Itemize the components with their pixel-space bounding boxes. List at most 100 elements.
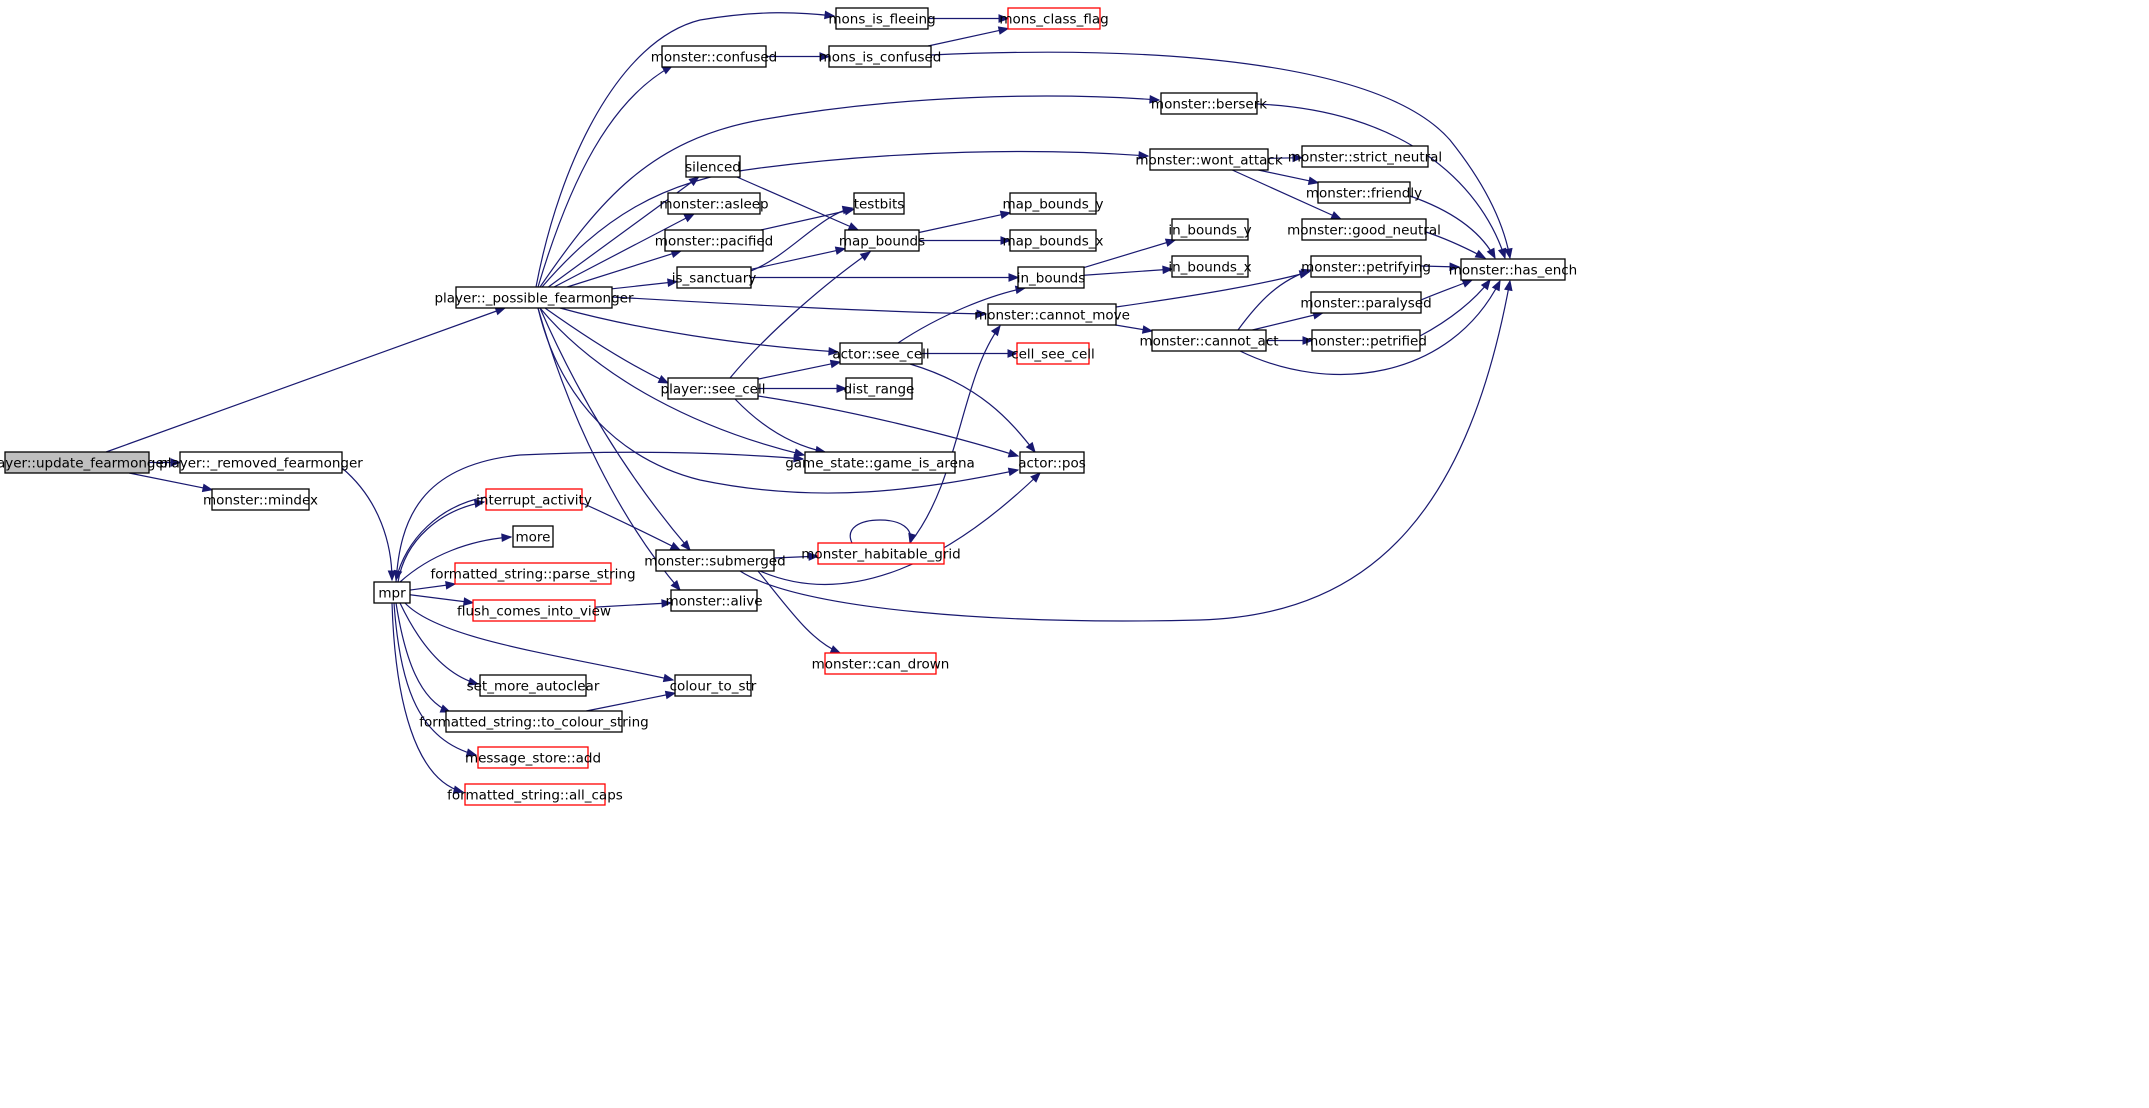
node-possible-fearmonger[interactable]: player::_possible_fearmonger bbox=[434, 286, 634, 309]
node-box bbox=[1171, 218, 1249, 241]
node-box bbox=[1310, 255, 1422, 278]
node-actor-pos[interactable]: actor::pos bbox=[1018, 451, 1086, 474]
node-monster-can-drown[interactable]: monster::can_drown bbox=[812, 652, 950, 675]
node-box bbox=[4, 451, 150, 474]
edge-possible_fearmonger-to-actor_pos bbox=[537, 307, 1020, 494]
node-box bbox=[479, 674, 587, 697]
node-label: flush_comes_into_view bbox=[457, 604, 611, 620]
edge-update_fearmonger-to-mindex bbox=[128, 472, 214, 493]
node-monster-habitable-grid[interactable]: monster_habitable_grid bbox=[801, 542, 961, 565]
node-label: monster::cannot_move bbox=[974, 308, 1130, 324]
node-mons-class-flag[interactable]: mons_class_flag bbox=[999, 7, 1109, 30]
edge-mpr-to-more bbox=[399, 533, 513, 583]
node-monster-strict-neutral[interactable]: monster::strict_neutral bbox=[1288, 145, 1442, 168]
edge-actor_see_cell-to-cell_see_cell bbox=[922, 349, 1019, 358]
node-box bbox=[464, 783, 606, 806]
node-monster-cannot-act[interactable]: monster::cannot_act bbox=[1139, 329, 1279, 352]
node-in-bounds-x[interactable]: in_bounds_x bbox=[1168, 255, 1252, 278]
node-label: silenced bbox=[685, 160, 741, 176]
node-monster-alive[interactable]: monster::alive bbox=[665, 589, 763, 612]
node-to-colour-string[interactable]: formatted_string::to_colour_string bbox=[419, 710, 649, 733]
node-actor-see-cell[interactable]: actor::see_cell bbox=[832, 342, 930, 365]
node-monster-petrifying[interactable]: monster::petrifying bbox=[1301, 255, 1431, 278]
node-monster-cannot-move[interactable]: monster::cannot_move bbox=[974, 303, 1130, 326]
node-box bbox=[845, 377, 913, 400]
node-label: is_sanctuary bbox=[672, 271, 756, 287]
edge-mons_is_confused-to-mons_class_flag bbox=[927, 26, 1010, 47]
node-monster-good-neutral[interactable]: monster::good_neutral bbox=[1287, 218, 1441, 241]
node-label: actor::pos bbox=[1018, 456, 1086, 472]
node-monster-paralysed[interactable]: monster::paralysed bbox=[1300, 291, 1432, 314]
node-box bbox=[804, 451, 956, 474]
node-more[interactable]: more bbox=[512, 525, 554, 548]
node-monster-berserk[interactable]: monster::berserk bbox=[1151, 92, 1267, 115]
node-is-sanctuary[interactable]: is_sanctuary bbox=[672, 266, 756, 289]
node-mpr[interactable]: mpr bbox=[373, 581, 411, 604]
node-box bbox=[477, 746, 589, 769]
edge-monster_wont_attack-to-monster_strict_neutral bbox=[1267, 153, 1304, 163]
node-in-bounds[interactable]: in_bounds bbox=[1017, 266, 1086, 289]
node-interrupt-activity[interactable]: interrupt_activity bbox=[476, 488, 592, 511]
node-box bbox=[1460, 258, 1566, 281]
node-set-more-autoclear[interactable]: set_more_autoclear bbox=[467, 674, 600, 697]
node-monster-confused[interactable]: monster::confused bbox=[651, 45, 777, 68]
edge-player_see_cell-to-dist_range bbox=[758, 384, 848, 393]
node-label: monster::can_drown bbox=[812, 657, 950, 673]
node-all-caps[interactable]: formatted_string::all_caps bbox=[447, 783, 623, 806]
node-testbits[interactable]: testbits bbox=[853, 192, 905, 215]
node-update-fearmonger[interactable]: player::update_fearmonger bbox=[0, 451, 170, 474]
node-message-store-add[interactable]: message_store::add bbox=[465, 746, 601, 769]
node-box bbox=[685, 155, 741, 178]
node-colour-to-str[interactable]: colour_to_str bbox=[670, 674, 757, 697]
node-flush-comes-into-view[interactable]: flush_comes_into_view bbox=[457, 599, 611, 622]
node-box bbox=[835, 7, 929, 30]
node-box bbox=[472, 599, 596, 622]
edge-flush_comes_into_view-to-monster_alive bbox=[594, 599, 673, 608]
node-label: dist_range bbox=[844, 382, 915, 398]
node-monster-has-ench[interactable]: monster::has_ench bbox=[1449, 258, 1577, 281]
node-dist-range[interactable]: dist_range bbox=[844, 377, 915, 400]
node-box bbox=[667, 377, 759, 400]
edge-monster_good_neutral-to-monster_has_ench bbox=[1425, 231, 1487, 259]
node-monster-friendly[interactable]: monster::friendly bbox=[1306, 181, 1422, 204]
node-label: in_bounds_y bbox=[1168, 223, 1251, 239]
node-parse-string[interactable]: formatted_string::parse_string bbox=[430, 562, 636, 585]
edge-monster_pacified-to-testbits bbox=[760, 206, 856, 231]
node-silenced[interactable]: silenced bbox=[685, 155, 741, 178]
node-map-bounds-x[interactable]: map_bounds_x bbox=[1002, 229, 1104, 252]
edge-monster_petrifying-to-monster_has_ench bbox=[1420, 262, 1461, 272]
node-in-bounds-y[interactable]: in_bounds_y bbox=[1168, 218, 1252, 241]
node-label: monster::berserk bbox=[1151, 97, 1267, 113]
edge-player_see_cell-to-map_bounds bbox=[729, 251, 872, 379]
node-mons-is-fleeing[interactable]: mons_is_fleeing bbox=[828, 7, 936, 30]
node-game-is-arena[interactable]: game_state::game_is_arena bbox=[785, 451, 975, 474]
node-monster-asleep[interactable]: monster::asleep bbox=[659, 192, 769, 215]
node-box bbox=[373, 581, 411, 604]
node-monster-submerged[interactable]: monster::submerged bbox=[644, 549, 786, 572]
node-box bbox=[1149, 148, 1269, 171]
node-mons-is-confused[interactable]: mons_is_confused bbox=[819, 45, 942, 68]
edge-mpr-to-to_colour_string bbox=[395, 602, 452, 713]
node-monster-wont-attack[interactable]: monster::wont_attack bbox=[1135, 148, 1283, 171]
node-label: game_state::game_is_arena bbox=[785, 456, 975, 472]
node-label: map_bounds_y bbox=[1002, 197, 1103, 213]
node-map-bounds[interactable]: map_bounds bbox=[839, 229, 925, 252]
node-label: monster::good_neutral bbox=[1287, 223, 1441, 239]
edge-mons_is_confused-to-monster_has_ench bbox=[930, 51, 1513, 260]
node-box bbox=[1160, 92, 1258, 115]
node-mindex[interactable]: monster::mindex bbox=[203, 488, 318, 511]
node-label: monster::wont_attack bbox=[1135, 153, 1282, 169]
node-box bbox=[667, 192, 761, 215]
node-label: formatted_string::to_colour_string bbox=[419, 715, 648, 731]
node-map-bounds-y[interactable]: map_bounds_y bbox=[1002, 192, 1104, 215]
node-cell-see-cell[interactable]: cell_see_cell bbox=[1011, 342, 1095, 365]
node-monster-pacified[interactable]: monster::pacified bbox=[655, 229, 773, 252]
node-box bbox=[655, 549, 775, 572]
node-removed-fearmonger[interactable]: player::_removed_fearmonger bbox=[159, 451, 363, 474]
node-label: formatted_string::all_caps bbox=[447, 788, 623, 804]
node-monster-petrified[interactable]: monster::petrified bbox=[1305, 329, 1427, 352]
node-player-see-cell[interactable]: player::see_cell bbox=[661, 377, 766, 400]
node-label: monster::friendly bbox=[1306, 186, 1422, 202]
node-label: monster::paralysed bbox=[1300, 296, 1431, 312]
edges-layer bbox=[105, 10, 1513, 794]
